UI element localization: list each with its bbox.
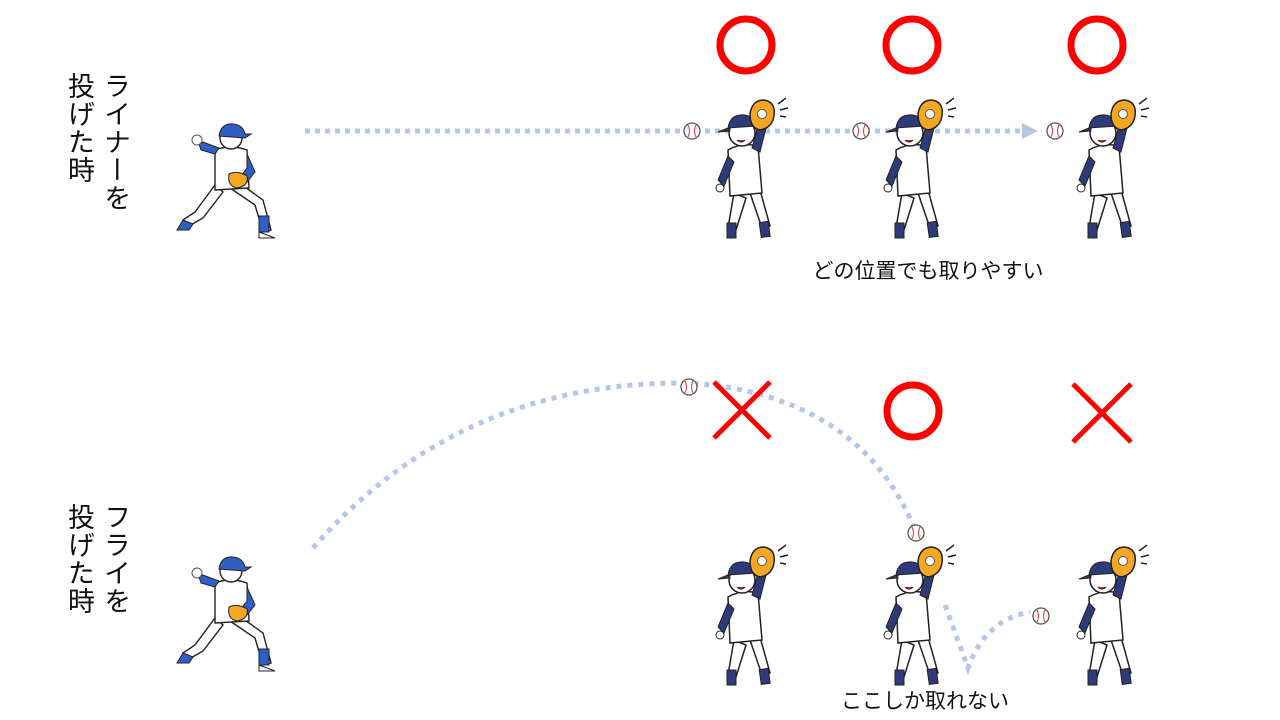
- fielder-figure: [1076, 544, 1150, 686]
- label-line: ライナーを: [99, 72, 130, 212]
- row2-label: フライを 投げた時: [60, 503, 132, 615]
- pitcher-figure: [176, 556, 276, 672]
- row2-caption: ここしか取れない: [841, 689, 1009, 713]
- fielder-figure: [715, 544, 789, 686]
- ok-circle-icon: [883, 381, 943, 441]
- ok-circle-icon: [1067, 15, 1127, 75]
- baseball-icon: [683, 122, 701, 140]
- baseball-icon: [680, 378, 698, 396]
- fielder-figure: [883, 544, 957, 686]
- baseball-icon: [1032, 607, 1050, 625]
- ng-cross-icon: [1071, 382, 1133, 444]
- fly-trajectory: [311, 380, 918, 550]
- baseball-icon: [852, 122, 870, 140]
- row1-caption: どの位置でも取りやすい: [812, 259, 1044, 283]
- baseball-icon: [1046, 122, 1064, 140]
- baseball-icon: [907, 524, 925, 542]
- ok-circle-icon: [882, 15, 942, 75]
- fielder-figure: [1076, 97, 1150, 239]
- ng-cross-icon: [712, 380, 772, 440]
- bounce-trajectory: [942, 604, 1031, 676]
- fielder-figure: [883, 97, 957, 239]
- ok-circle-icon: [716, 15, 776, 75]
- label-line: 投げた時: [63, 72, 94, 184]
- row1-label: ライナーを 投げた時: [60, 72, 132, 212]
- arrow-head-icon: [1022, 123, 1038, 139]
- label-line: 投げた時: [63, 503, 94, 615]
- pitcher-figure: [176, 123, 276, 239]
- fielder-figure: [715, 97, 789, 239]
- label-line: フライを: [99, 503, 130, 615]
